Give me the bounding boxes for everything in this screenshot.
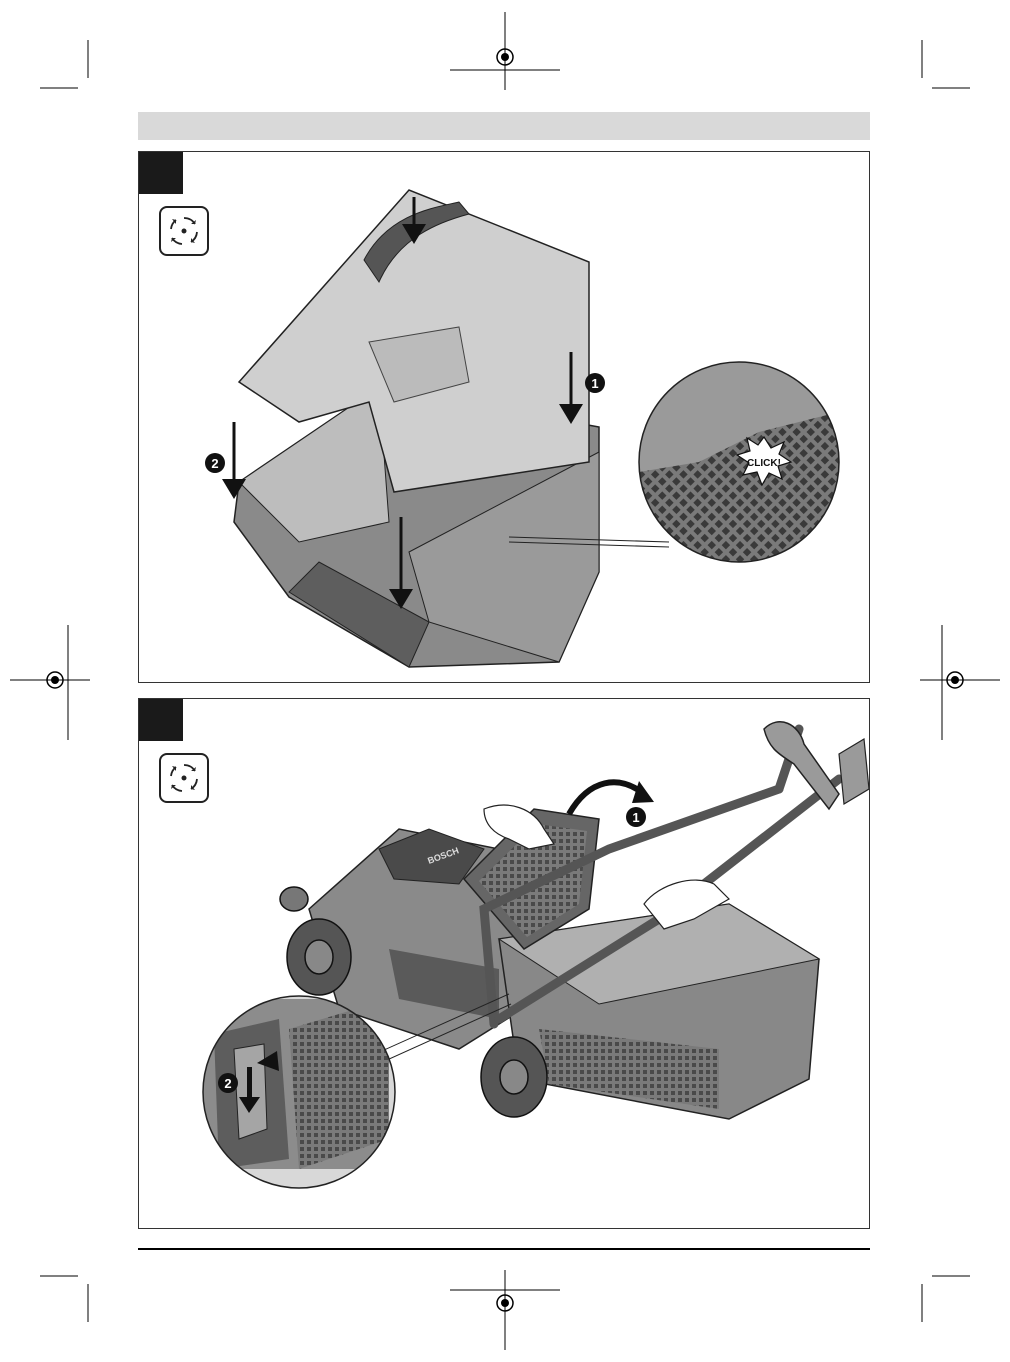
detail-zoom-click: [639, 362, 839, 562]
figure-panel-grass-box-assembly: 1 2 CLICK!: [138, 151, 870, 683]
header-bar: [138, 112, 870, 140]
footer-rule: [138, 1248, 870, 1250]
click-label: CLICK!: [747, 458, 781, 469]
figure-panel-grass-box-fitting: BOSCH: [138, 698, 870, 1229]
step-2-number: 2: [211, 456, 218, 471]
callout-step-2: 2: [205, 453, 225, 473]
grass-box-illustration: 1 2 CLICK!: [139, 152, 869, 682]
step-1-number: 1: [632, 810, 639, 825]
callout-step-1: 1: [626, 807, 646, 827]
callout-step-1: 1: [585, 373, 605, 393]
grass-box: [499, 904, 819, 1119]
step-2-number: 2: [224, 1076, 231, 1091]
lawn-mower-illustration: BOSCH: [139, 699, 869, 1228]
step-1-number: 1: [591, 376, 598, 391]
callout-step-2: 2: [218, 1073, 238, 1093]
detail-zoom-latch: [199, 994, 399, 1194]
